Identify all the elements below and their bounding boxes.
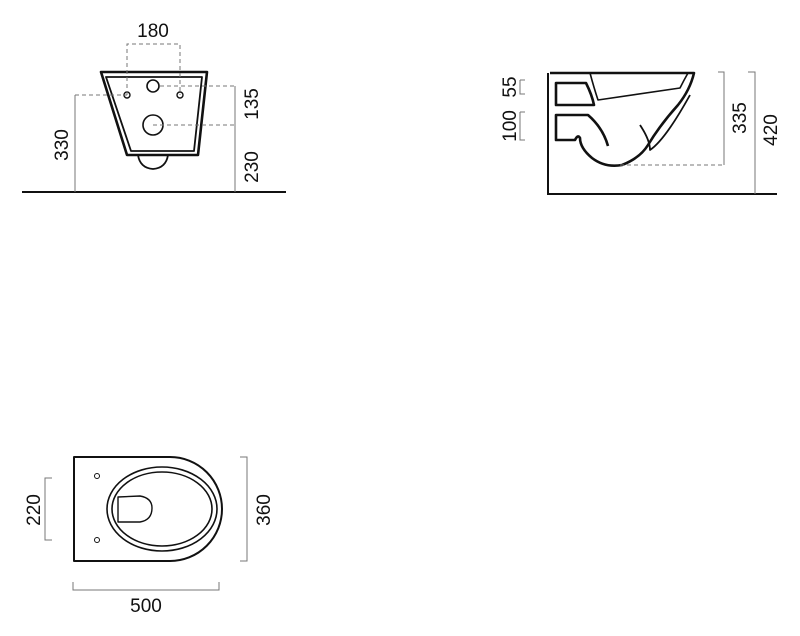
- bowl-bottom: [137, 154, 169, 170]
- dim-label-420: 420: [761, 114, 782, 146]
- fixing-hole-top: [94, 473, 100, 479]
- dim-label-55: 55: [500, 76, 521, 97]
- bowl-outline-outer: [99, 70, 209, 157]
- dim-label-360: 360: [254, 494, 275, 526]
- fixing-hole-bottom: [94, 537, 100, 543]
- bowl-opening: [117, 495, 153, 523]
- dim-bracket-220: [44, 477, 52, 541]
- dim-label-335: 335: [730, 102, 751, 134]
- top-view: 220 360 500: [24, 456, 275, 617]
- rim-outer: [106, 466, 218, 552]
- dim-bracket-100: [519, 111, 525, 141]
- side-view: 55 100 335 420: [500, 71, 782, 195]
- dim-bracket-360: [240, 456, 248, 562]
- dim-bracket-55: [519, 79, 525, 95]
- bowl-profile: [550, 71, 696, 167]
- dim-label-135: 135: [242, 88, 263, 120]
- bowl-top-outline: [73, 456, 223, 562]
- dim-bracket-500: [72, 582, 220, 591]
- dim-label-180: 180: [137, 21, 169, 42]
- dim-label-230: 230: [242, 151, 263, 183]
- trap-profile: [639, 94, 691, 151]
- fixing-hole-right: [176, 91, 184, 99]
- bowl-outline-inner: [105, 76, 203, 152]
- dim-label-330: 330: [52, 129, 73, 161]
- dim-line-420: [748, 71, 756, 194]
- front-view: 180 330 135 230: [22, 21, 286, 193]
- dim-line-335: [718, 71, 725, 165]
- rim-inner: [111, 471, 213, 547]
- inlet-hole: [146, 79, 160, 93]
- dim-label-100: 100: [500, 110, 521, 142]
- dim-label-500: 500: [130, 596, 162, 617]
- dim-line-180: [126, 43, 181, 95]
- dim-label-220: 220: [24, 494, 45, 526]
- rim-profile: [589, 72, 689, 101]
